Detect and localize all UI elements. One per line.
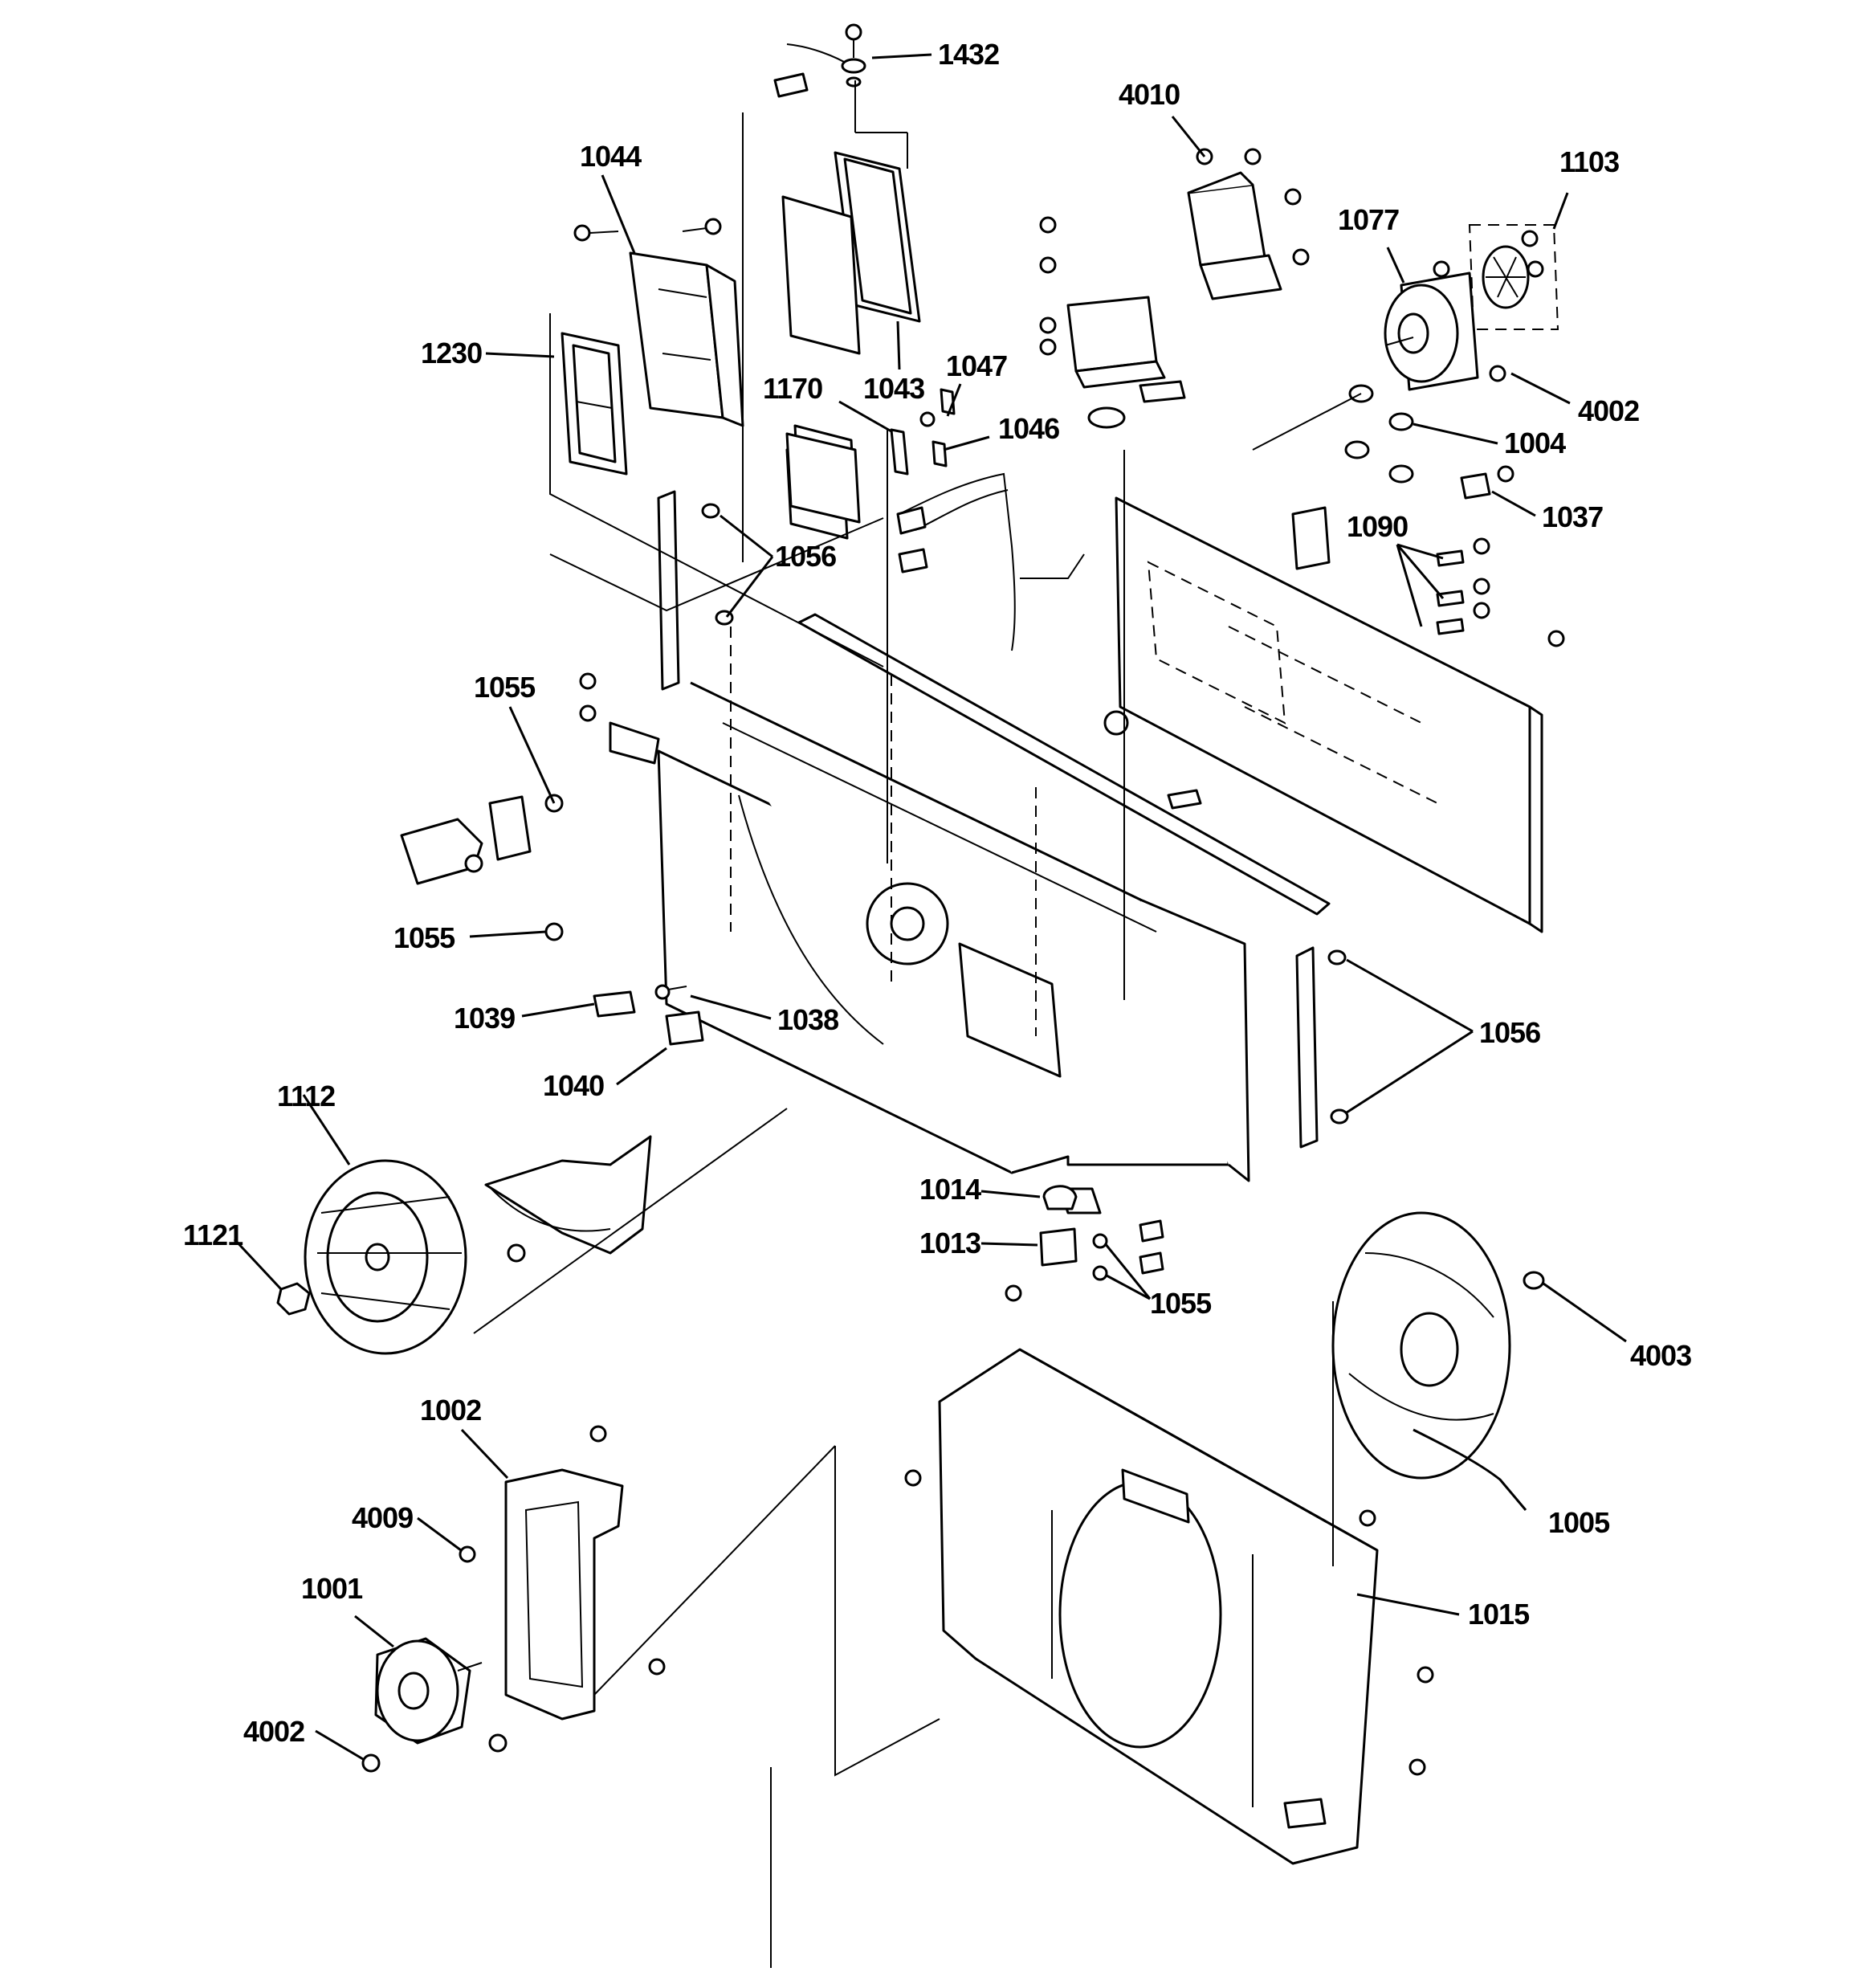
callout-1077: 1077 — [1338, 203, 1399, 236]
part-1044-bracket — [573, 218, 744, 427]
part-panel-insulation — [1103, 496, 1543, 933]
part-1001-fan-motor — [361, 1637, 483, 1773]
callout-1044: 1044 — [580, 140, 642, 173]
part-1432-clip — [773, 23, 866, 98]
part-1077-motor — [1384, 224, 1559, 391]
part-1014-1013 — [1039, 1185, 1164, 1281]
callout-labels: 1432 4010 1044 1103 1077 1230 1043 1047 … — [183, 38, 1692, 1748]
part-chassis-bulkhead — [657, 627, 1250, 1214]
part-1005-fan — [1331, 1211, 1545, 1480]
callout-1043: 1043 — [863, 372, 924, 405]
part-1015-shroud — [904, 1284, 1434, 1865]
callout-1004: 1004 — [1504, 427, 1566, 459]
callout-4002-bottom: 4002 — [243, 1715, 304, 1748]
callout-1038: 1038 — [777, 1003, 838, 1036]
callout-1046: 1046 — [998, 412, 1059, 445]
callout-1037: 1037 — [1542, 500, 1603, 533]
callout-1055-middle: 1055 — [393, 921, 455, 954]
part-4010-control — [1039, 148, 1310, 429]
callout-1055-upper: 1055 — [474, 671, 536, 704]
part-1004-grommets — [1252, 384, 1414, 484]
callout-1103: 1103 — [1559, 145, 1619, 178]
part-1112-blower-wheel — [276, 1159, 467, 1355]
callout-1001: 1001 — [301, 1572, 363, 1605]
callout-1047: 1047 — [946, 349, 1007, 382]
part-1038-1040-switch — [593, 984, 704, 1046]
part-1055-bracket — [400, 672, 660, 941]
callout-1090: 1090 — [1347, 510, 1408, 543]
callout-1170: 1170 — [763, 372, 822, 405]
callout-4010: 4010 — [1119, 78, 1180, 111]
callout-1014: 1014 — [919, 1173, 981, 1206]
callout-1056-left: 1056 — [775, 540, 836, 573]
part-1002-motor-bracket — [459, 1425, 666, 1753]
callout-1015: 1015 — [1468, 1598, 1530, 1631]
callout-1013: 1013 — [919, 1227, 980, 1259]
callout-leaders — [233, 53, 1627, 1761]
callout-1005: 1005 — [1548, 1506, 1610, 1539]
part-1037-1090-clips — [1291, 465, 1565, 647]
part-blower-scroll — [484, 1135, 652, 1263]
callout-1040: 1040 — [543, 1069, 604, 1102]
callout-1121: 1121 — [183, 1219, 243, 1251]
callout-4009: 4009 — [352, 1501, 413, 1534]
callout-4002-top: 4002 — [1578, 394, 1639, 427]
callout-1002: 1002 — [420, 1394, 481, 1427]
part-rails — [657, 432, 1349, 1149]
assembly-lines — [473, 112, 1334, 1968]
callout-1432: 1432 — [938, 38, 999, 71]
callout-1112: 1112 — [277, 1080, 335, 1112]
callout-1055-lower: 1055 — [1150, 1287, 1212, 1320]
callout-1039: 1039 — [454, 1002, 515, 1035]
callout-1230: 1230 — [421, 337, 482, 369]
callout-1056-right: 1056 — [1479, 1016, 1540, 1049]
part-1230-gasket — [561, 332, 628, 476]
callout-4003: 4003 — [1630, 1339, 1691, 1372]
part-1043-filter — [781, 80, 921, 355]
